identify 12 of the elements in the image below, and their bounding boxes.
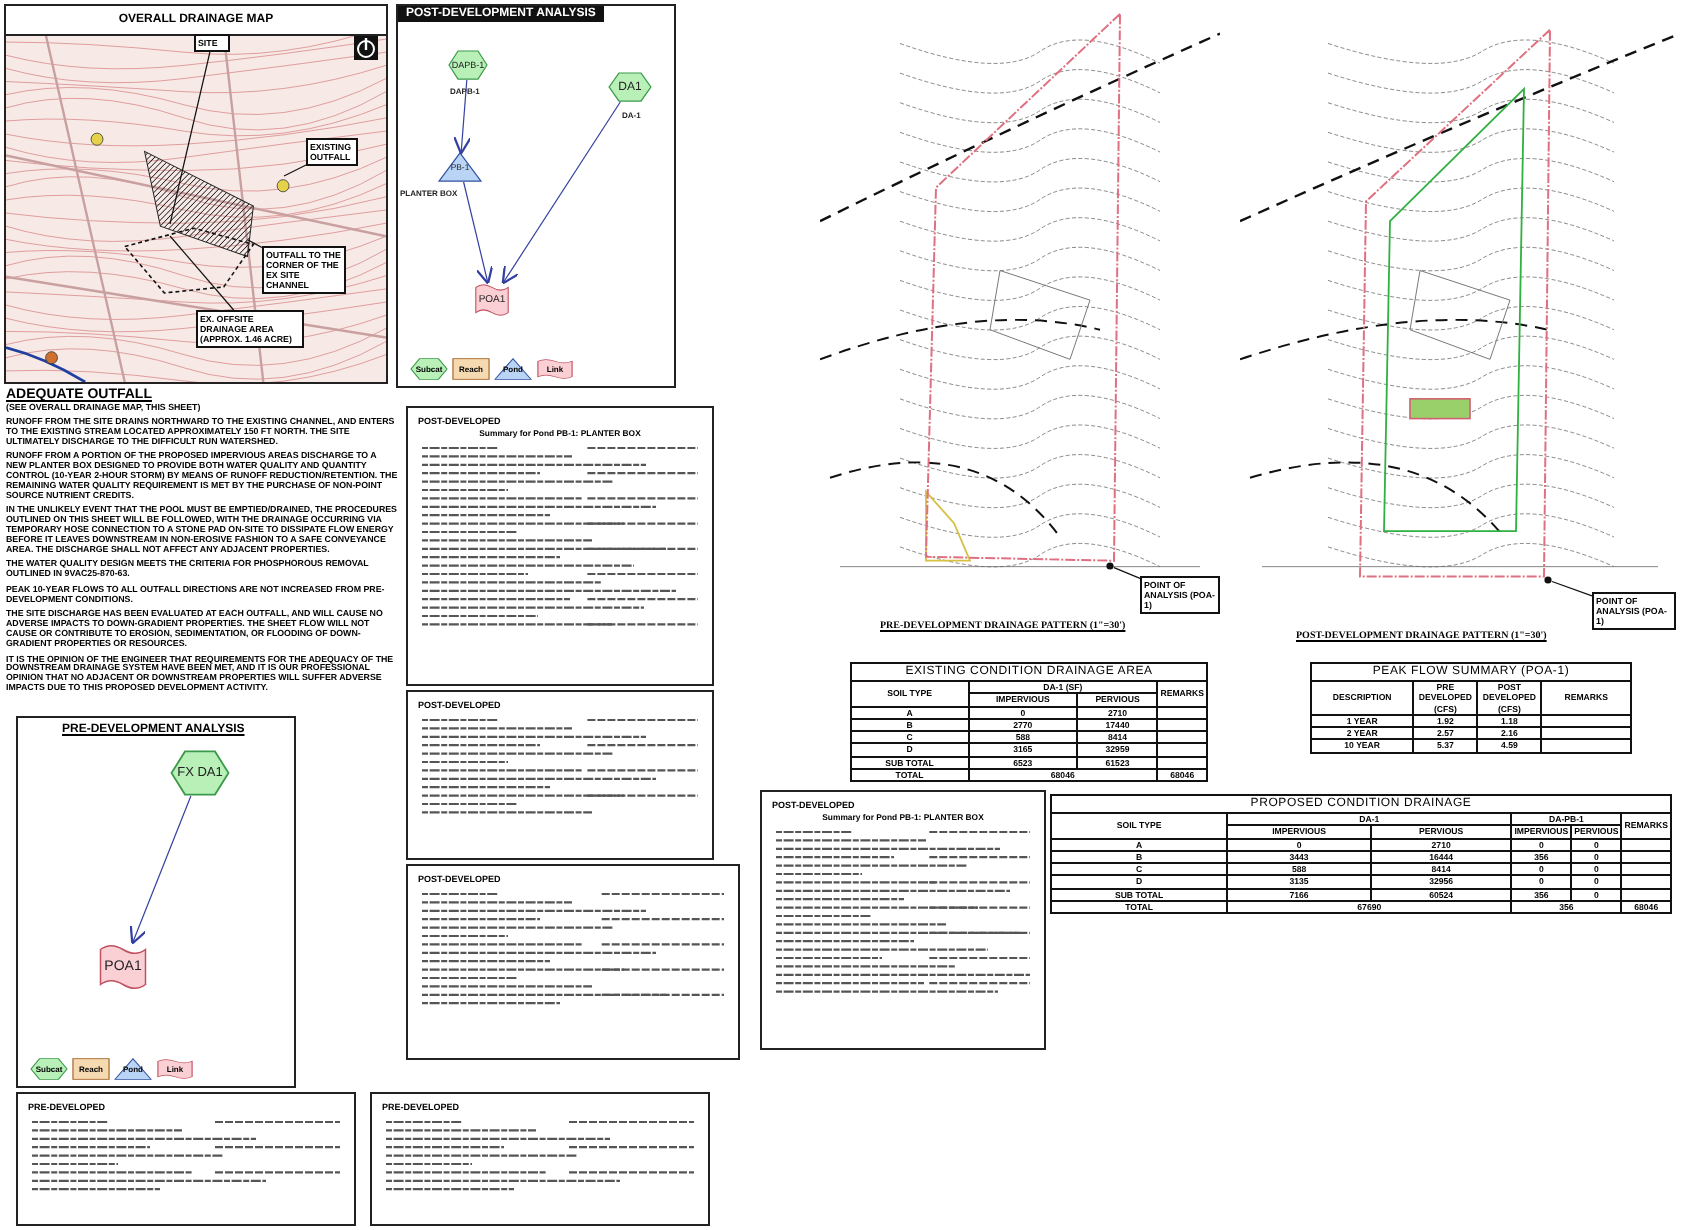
analysis-point-marker <box>1544 576 1552 584</box>
arrow <box>501 101 621 285</box>
arrow <box>129 795 192 945</box>
leader-line <box>247 239 263 249</box>
analysis-panel <box>396 4 676 388</box>
leader-line <box>283 164 307 177</box>
arrow <box>453 79 472 155</box>
analysis-point-marker <box>1106 562 1114 570</box>
analysis-panel <box>16 716 296 1088</box>
leader-line <box>169 235 235 311</box>
leader-line <box>169 51 211 225</box>
arrow <box>463 181 494 285</box>
